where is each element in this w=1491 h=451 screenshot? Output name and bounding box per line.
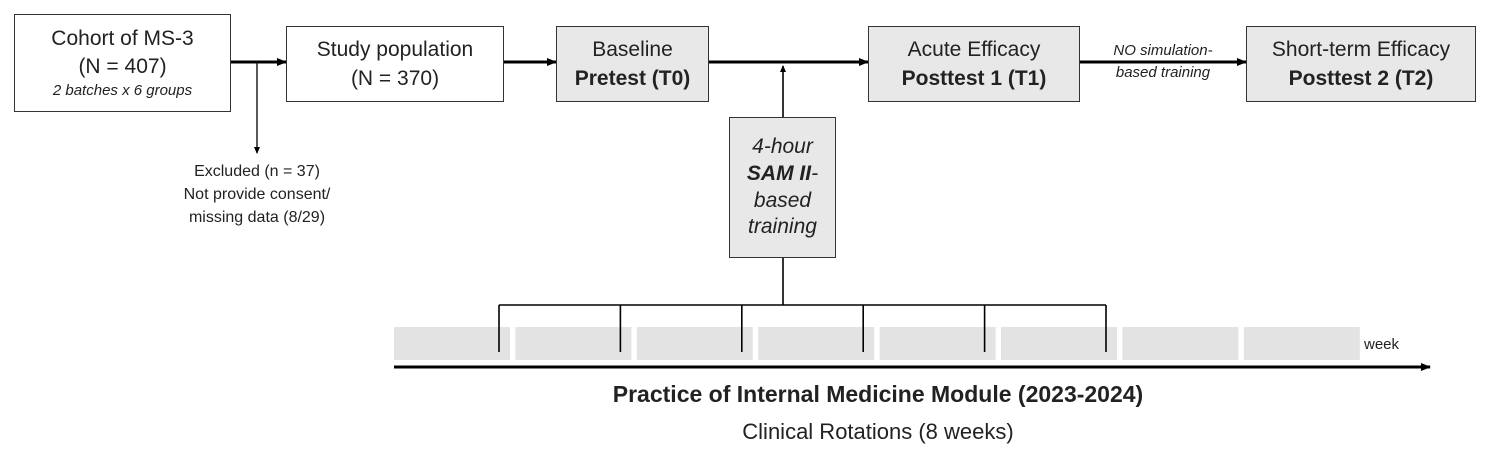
training-box: 4-hour SAM II- based training (729, 117, 836, 258)
training-based: based (753, 188, 812, 212)
no-simulation-line1: NO simulation- (1113, 42, 1213, 59)
study-population-count: (N = 370) (350, 66, 440, 90)
timeline-subtitle: Clinical Rotations (8 weeks) (742, 419, 1014, 444)
week-segment-8 (1243, 327, 1360, 360)
week-segment-4 (758, 327, 875, 360)
baseline-test: Pretest (T0) (574, 66, 691, 90)
excluded-reason-line1: Not provide consent/ (183, 186, 331, 204)
excluded-note: Excluded (n = 37) Not provide consent/ m… (142, 160, 372, 230)
short-term-efficacy-box: Short-term Efficacy Posttest 2 (T2) (1246, 26, 1476, 102)
acute-efficacy-box: Acute Efficacy Posttest 1 (T1) (868, 26, 1080, 102)
training-method: SAM II- (747, 161, 818, 188)
cohort-title: Cohort of MS-3 (51, 27, 194, 51)
week-segment-7 (1122, 327, 1239, 360)
week-segment-1 (394, 327, 510, 360)
training-method-name: SAM II (746, 161, 812, 185)
training-duration: 4-hour (752, 134, 813, 158)
study-population-title: Study population (316, 38, 474, 62)
training-method-hyphen: - (811, 161, 819, 185)
training-session-ticks (498, 305, 1107, 352)
no-simulation-label: NO simulation- based training (1083, 40, 1243, 84)
cohort-count: (N = 407) (78, 54, 167, 78)
week-segment-6 (1001, 327, 1117, 360)
timeline-title: Practice of Internal Medicine Module (20… (612, 381, 1144, 407)
week-segment-3 (636, 327, 753, 360)
short-term-efficacy-title: Short-term Efficacy (1271, 38, 1451, 62)
short-term-efficacy-test: Posttest 2 (T2) (1288, 66, 1434, 90)
excluded-count: Excluded (n = 37) (194, 163, 320, 180)
acute-efficacy-test: Posttest 1 (T1) (901, 66, 1047, 90)
week-label: week (1364, 336, 1400, 353)
cohort-batches: 2 batches x 6 groups (52, 81, 193, 99)
week-segment-2 (515, 327, 632, 360)
baseline-title: Baseline (592, 38, 673, 62)
week-segment-5 (879, 327, 996, 360)
cohort-box: Cohort of MS-3 (N = 407) 2 batches x 6 g… (14, 14, 231, 112)
week-segments (394, 327, 1360, 360)
training-label: training (748, 215, 817, 239)
study-population-box: Study population (N = 370) (286, 26, 504, 102)
no-simulation-line2: based training (1115, 63, 1211, 81)
excluded-reason-line2: missing data (8/29) (188, 209, 326, 227)
acute-efficacy-title: Acute Efficacy (907, 38, 1041, 62)
baseline-box: Baseline Pretest (T0) (556, 26, 709, 102)
